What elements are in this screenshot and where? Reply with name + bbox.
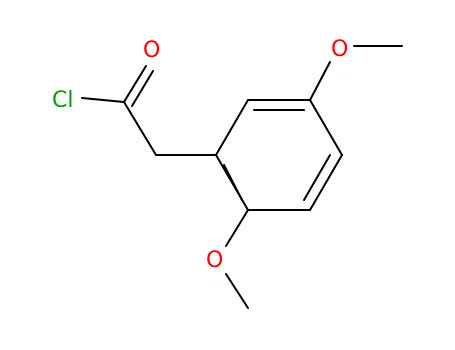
bond-carbonyl-double-1 (123, 65, 147, 103)
ring-bond-c1-c2 (215, 99, 249, 156)
bond-ring-methoxy-bottom (225, 209, 249, 247)
chlorine-atom-label: Cl (52, 88, 73, 113)
bond-carbonyl-double-2 (131, 70, 154, 107)
ring-bond-c4-c5-inner (303, 154, 331, 201)
carbonyl-oxygen-label: O (143, 38, 160, 63)
bond-methoxy-bottom-methyl (225, 273, 249, 309)
bond-c-ch2 (123, 101, 157, 156)
methoxy-oxygen-bottom-label: O (206, 248, 223, 273)
bond-ring-methoxy-top (309, 61, 331, 101)
ring-bond-c3-c4 (309, 99, 343, 156)
bond-carbonyl-c-cl (81, 97, 125, 103)
ring-bond-c6-c1-inner (223, 164, 243, 201)
methoxy-oxygen-top-label: O (331, 37, 348, 62)
ring-bond-c4-c5 (309, 154, 343, 211)
bond-group (81, 45, 403, 309)
